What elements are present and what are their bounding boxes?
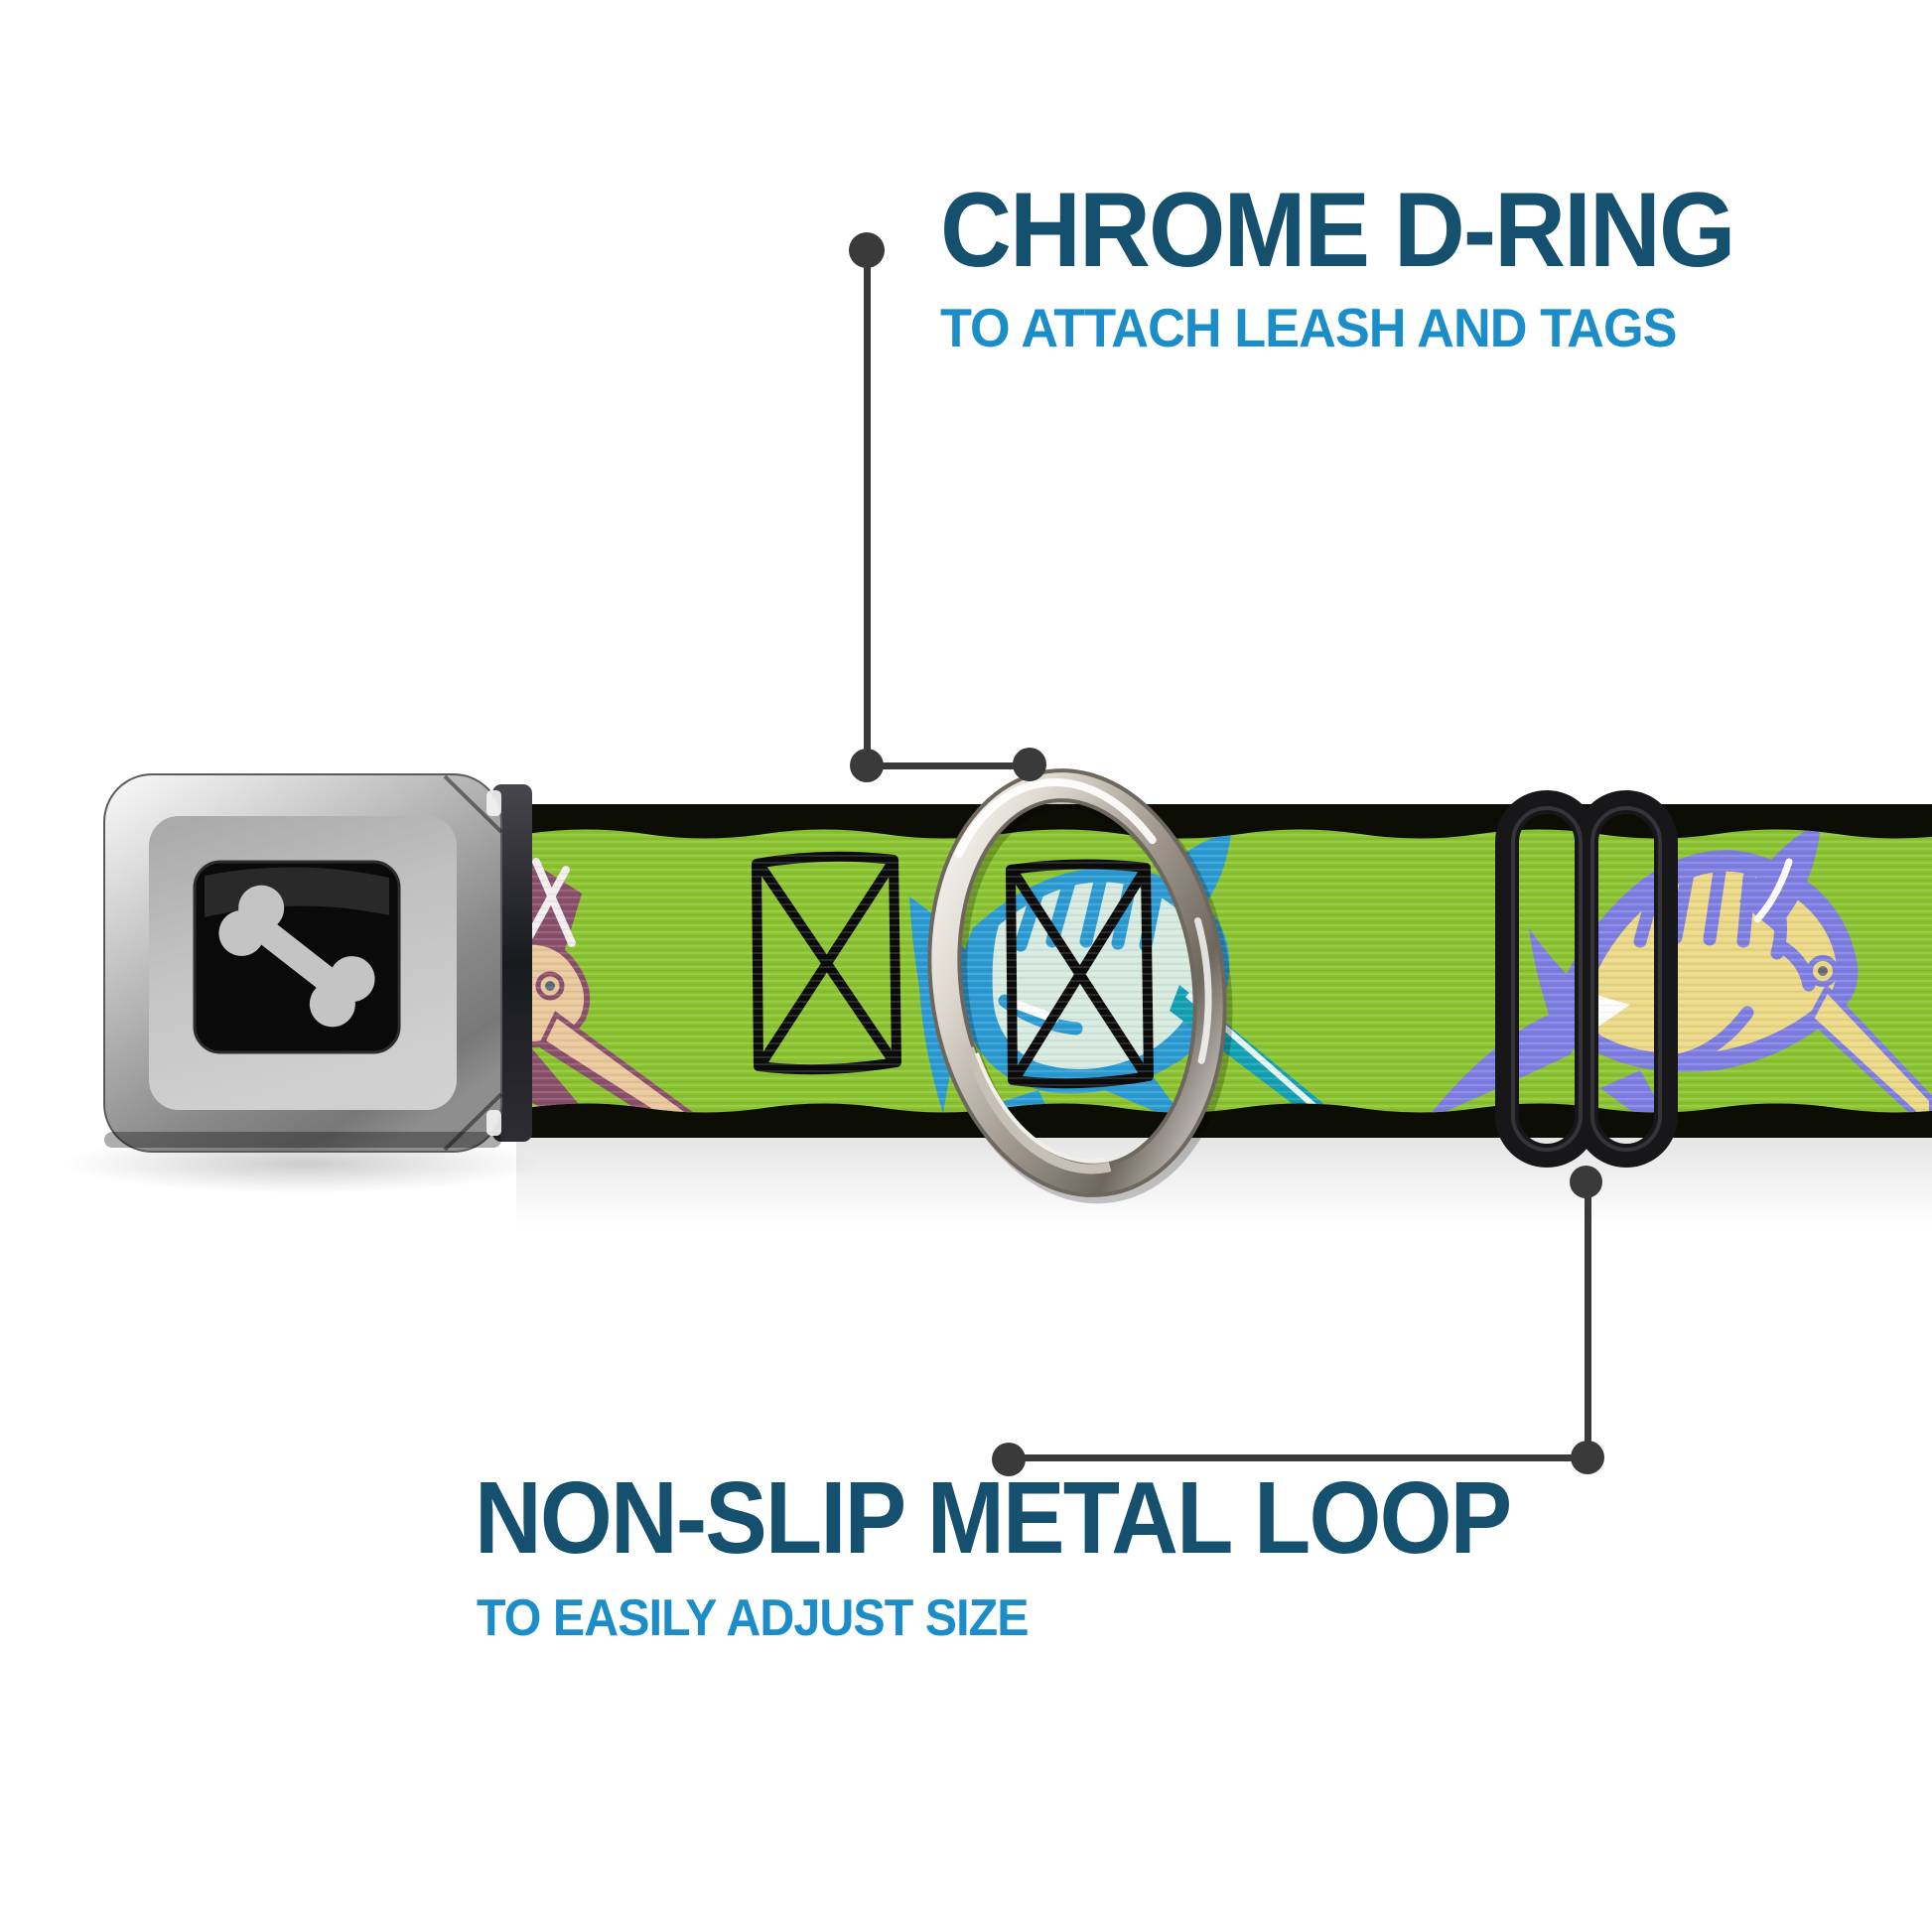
seatbelt-buckle bbox=[103, 773, 532, 1153]
callout-dot-dring-target bbox=[1013, 748, 1046, 781]
buckle-hinge-glint-bottom bbox=[486, 1110, 501, 1136]
d-ring-split-wire bbox=[964, 1046, 1112, 1174]
callout-dot-loop-label bbox=[992, 1443, 1026, 1476]
dring-callout-subtitle: TO ATTACH LEASH AND TAGS bbox=[940, 297, 1678, 358]
callout-line-loop-vertical bbox=[1585, 1183, 1591, 1459]
chrome-d-ring bbox=[927, 768, 1233, 1204]
metal-loop-slider bbox=[1495, 790, 1678, 1168]
callout-line-dring-horizontal bbox=[866, 762, 1031, 769]
strap-shadow bbox=[516, 1138, 1932, 1227]
metal-loop-right-bar bbox=[1575, 790, 1678, 1168]
loop-callout-title: NON-SLIP METAL LOOP bbox=[475, 1460, 1512, 1575]
callout-line-loop-horizontal bbox=[1009, 1454, 1590, 1461]
callout-line-dring-vertical bbox=[864, 250, 871, 766]
dring-callout-title: CHROME D-RING bbox=[940, 170, 1735, 289]
loop-callout-subtitle: TO EASILY ADJUST SIZE bbox=[477, 1589, 1030, 1647]
buckle-hinge-glint-top bbox=[486, 790, 501, 816]
dog-bone-icon bbox=[218, 885, 375, 1028]
